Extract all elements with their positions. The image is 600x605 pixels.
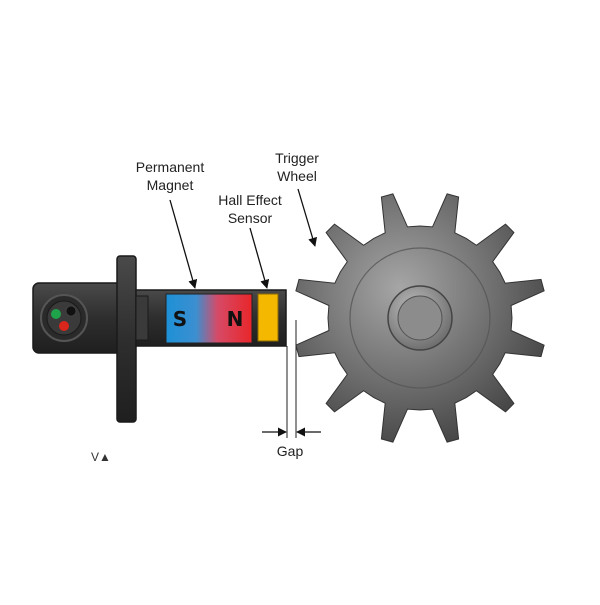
magnet-pole-n: N xyxy=(227,307,244,331)
gap-label: Gap xyxy=(276,443,304,459)
hall-effect-sensor-label-line1: Hall Effect xyxy=(218,192,282,208)
permanent-magnet-label-line2: Magnet xyxy=(146,177,194,193)
trigger-wheel-label-line1: Trigger xyxy=(275,150,319,166)
hall-effect-sensor-label: Hall Effect Sensor xyxy=(210,191,290,227)
trigger-wheel-leader-arrow xyxy=(297,188,318,247)
pin-black xyxy=(65,305,77,317)
hall-sensor-leader-arrow xyxy=(249,227,270,289)
pin-red xyxy=(59,321,69,331)
trigger-wheel-label-line2: Wheel xyxy=(277,168,317,184)
trigger-wheel-label: Trigger Wheel xyxy=(262,149,332,185)
mounting-flange xyxy=(116,255,137,423)
trigger-wheel-face xyxy=(349,247,491,389)
watermark-logo: V▲ xyxy=(91,450,111,464)
magnet-leader-arrow xyxy=(169,199,198,289)
permanent-magnet-label: Permanent Magnet xyxy=(125,158,215,194)
trigger-wheel-bore xyxy=(397,295,443,341)
pin-green xyxy=(51,309,61,319)
hall-effect-sensor-label-line2: Sensor xyxy=(227,210,273,226)
permanent-magnet xyxy=(165,293,253,344)
magnet-pole-s: S xyxy=(173,307,187,331)
hall-effect-element xyxy=(257,293,279,342)
trigger-wheel xyxy=(295,193,545,443)
permanent-magnet-label-line1: Permanent xyxy=(135,159,205,175)
barrel-step xyxy=(135,295,149,341)
